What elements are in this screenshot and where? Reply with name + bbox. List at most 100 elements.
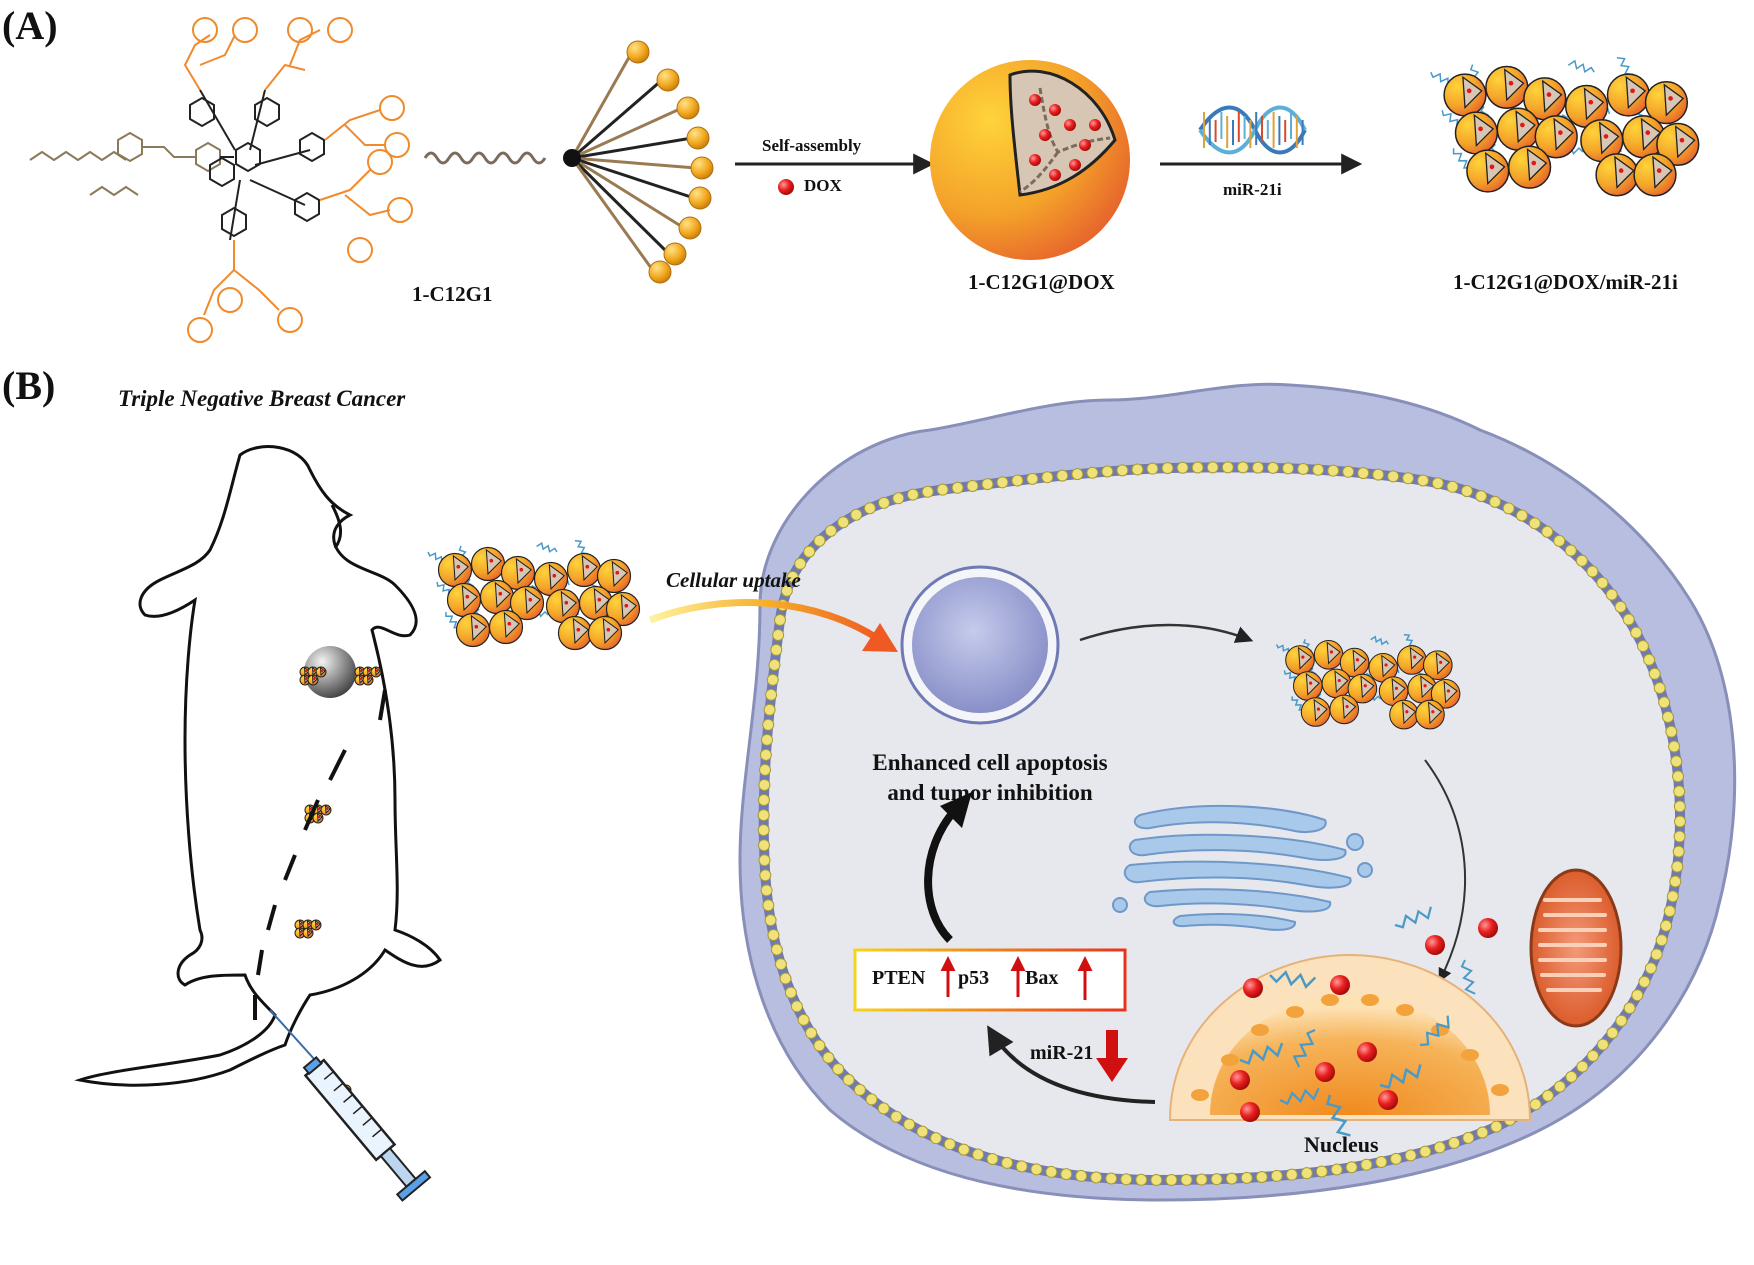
nanoparticle-dox — [1355, 658, 1360, 662]
headgroup-ball — [676, 96, 700, 120]
membrane-lipid — [767, 928, 780, 941]
membrane-lipid — [794, 557, 807, 570]
dox-molecule — [1029, 154, 1041, 166]
nanoparticle-dox — [1301, 655, 1305, 659]
headgroup-ball — [690, 156, 714, 180]
nanoparticle-core — [1401, 701, 1417, 725]
membrane-lipid — [1375, 1155, 1388, 1168]
nanoparticle-dox — [465, 594, 470, 599]
nanoparticle — [1396, 645, 1427, 675]
tumor — [304, 646, 356, 698]
membrane-lipid — [762, 718, 775, 731]
membrane-lipid — [1672, 845, 1685, 858]
nanoparticle-core — [1391, 678, 1406, 701]
branch-line — [571, 78, 663, 160]
membrane-lipid — [1671, 860, 1684, 873]
membrane-lipid — [1060, 1168, 1073, 1181]
membrane-lipid — [1623, 1002, 1636, 1015]
circulation-path — [253, 689, 387, 1020]
membrane-lipid — [1210, 1173, 1223, 1186]
nanoparticle — [1368, 652, 1399, 683]
membrane-lipid — [765, 688, 778, 701]
nanoparticle — [299, 674, 311, 686]
membrane-lipid — [1056, 469, 1069, 482]
nanoparticle-core — [602, 617, 619, 645]
nanoparticle-core — [593, 587, 610, 615]
nanoparticle — [596, 558, 632, 594]
nuclear-pore — [1396, 1004, 1414, 1016]
panel-a-label: (A) — [2, 3, 58, 48]
mirna-strand — [445, 612, 461, 629]
membrane-lipid — [824, 524, 837, 537]
nanoparticle-dox — [615, 570, 620, 575]
nanoparticle — [1389, 699, 1419, 730]
membrane-lipid — [1297, 462, 1310, 475]
dox-molecule — [1378, 1090, 1398, 1110]
membrane-lipid — [916, 1125, 929, 1138]
membrane-lipid — [877, 1102, 890, 1115]
nanoparticle — [1466, 149, 1510, 193]
nanoparticle-core — [1583, 87, 1605, 121]
nanoparticle-dox — [309, 807, 313, 811]
nanoparticle-core — [1443, 680, 1458, 704]
membrane-lipid — [1673, 815, 1686, 828]
mirna-i-label: miR-21i — [1223, 180, 1282, 199]
nanoparticle-core — [1473, 113, 1495, 148]
nanoparticle-core — [1484, 151, 1506, 186]
membrane-lipid — [1312, 463, 1325, 476]
headgroup-ball — [648, 260, 672, 284]
gene-up-arrows — [940, 956, 1093, 1000]
membrane-lipid — [929, 1132, 942, 1145]
nanoparticle-dox — [498, 591, 503, 596]
nanoparticle-core — [461, 584, 478, 612]
membrane-lipid — [1460, 485, 1473, 498]
nanoparticle-dox — [317, 807, 321, 811]
mirna-strand — [1460, 959, 1476, 995]
mirna-helix-icon — [1198, 105, 1307, 155]
membrane-lipid — [1390, 1152, 1403, 1165]
nanoparticle-dox — [528, 597, 533, 602]
membrane-lipid — [766, 673, 779, 686]
release-arrow — [1424, 759, 1467, 983]
escape-arrow — [1079, 623, 1254, 643]
membrane-lipid — [1643, 653, 1656, 666]
nanoparticle-core — [1541, 79, 1563, 113]
membrane-lipid — [1653, 682, 1666, 695]
membrane-lipid — [1644, 962, 1657, 975]
membrane-lipid — [1270, 1169, 1283, 1182]
nanoparticle-dox — [375, 669, 379, 673]
membrane-lipid — [1462, 1131, 1475, 1144]
nanoparticle-dox — [1520, 122, 1525, 128]
nanoparticle — [1523, 77, 1567, 121]
branch-line — [571, 106, 683, 160]
mirna-strand — [1325, 1094, 1351, 1137]
dox-molecule — [1425, 935, 1445, 955]
membrane-lipid — [1650, 948, 1663, 961]
nanoparticle-core — [485, 548, 502, 576]
nanoparticle-core — [515, 557, 532, 585]
nanoparticle-dox — [1668, 96, 1673, 101]
nanoparticle-dox — [585, 564, 590, 569]
nanoparticle — [315, 666, 327, 678]
membrane-lipid — [786, 570, 799, 583]
dox-molecule — [1240, 1102, 1260, 1122]
loaded-micelle-label: 1-C12G1@DOX — [968, 270, 1115, 294]
membrane-lipid — [850, 508, 863, 521]
nanoparticle-core — [560, 590, 577, 618]
membrane-lipid — [759, 869, 772, 882]
nanoparticle — [362, 674, 374, 686]
membrane-lipid — [1086, 466, 1099, 479]
dox-molecule — [1243, 978, 1263, 998]
nanoparticle-core — [452, 554, 469, 582]
mirna-strand — [1291, 696, 1305, 711]
nanoparticle-core — [1297, 646, 1313, 670]
membrane-lipid — [1448, 1136, 1461, 1149]
nanoparticle — [509, 585, 545, 621]
nanoparticle — [1329, 694, 1360, 725]
effect-line-1: Enhanced cell apoptosis — [872, 750, 1108, 775]
membrane-lipid — [762, 899, 775, 912]
nanoparticle-dox — [1413, 655, 1417, 659]
branch-line — [571, 156, 697, 170]
membrane-lipid — [774, 614, 786, 626]
golgi-apparatus — [1112, 804, 1373, 931]
